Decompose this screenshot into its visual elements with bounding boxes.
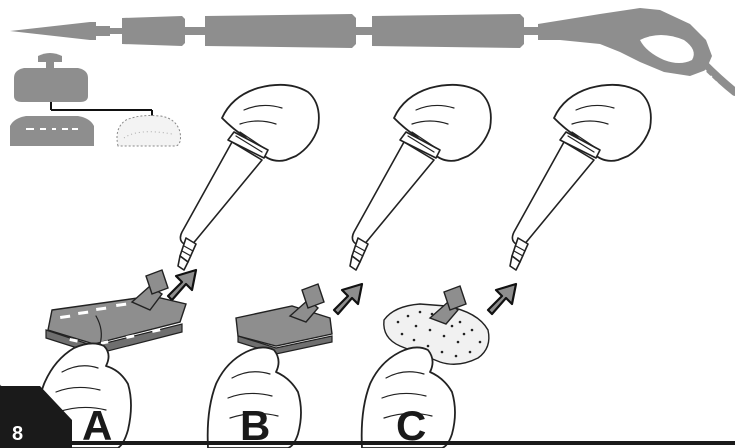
- step-number: 8: [12, 423, 23, 445]
- large-floor-brush: [45, 269, 187, 355]
- hand-lower-b: [206, 346, 302, 448]
- panel-label-b: B: [240, 402, 270, 448]
- panel-label-c: C: [396, 402, 426, 448]
- push-arrow-icon: [332, 282, 364, 316]
- hand-lower-c: [360, 346, 456, 448]
- panel-c: [360, 83, 652, 448]
- attachment-legend-icon: [10, 53, 181, 147]
- bottom-rule: [66, 441, 735, 445]
- small-brush: [235, 283, 333, 355]
- step-badge: 8: [0, 384, 72, 448]
- extension-tube-b: [351, 141, 435, 247]
- push-arrow-icon: [486, 282, 518, 316]
- panel-b: [206, 83, 492, 448]
- extension-tube-c: [511, 141, 595, 247]
- push-arrow-icon: [166, 268, 198, 302]
- extension-tube-a: [179, 141, 263, 247]
- panel-label-a: A: [82, 402, 112, 448]
- hose-assembly-icon: [10, 8, 735, 97]
